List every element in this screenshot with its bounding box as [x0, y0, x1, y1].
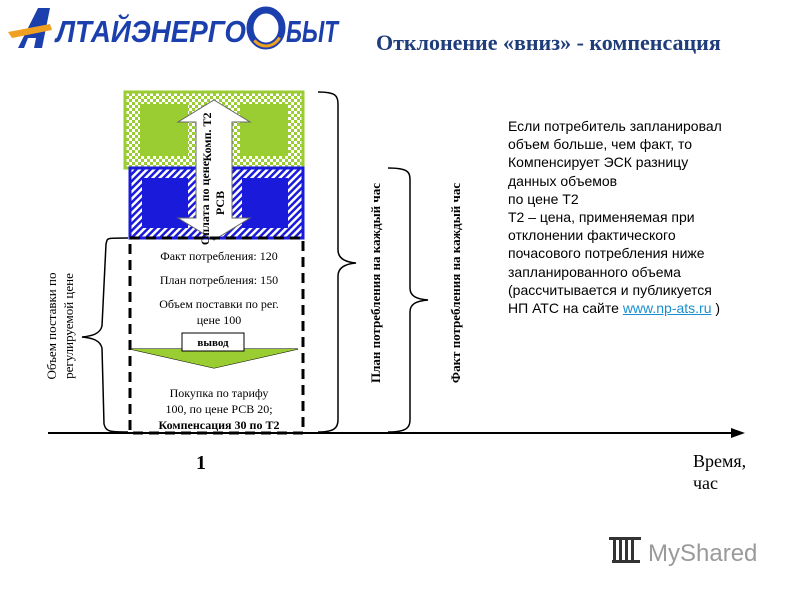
explanation-last-line: НП АТС на сайте www.np-ats.ru ) — [508, 299, 780, 317]
explanation-line: Т2 – цена, применяемая при — [508, 209, 695, 226]
fact-consumption-text: Факт потребления: 120 — [160, 249, 278, 263]
time-axis-label-1: Время, — [693, 451, 747, 471]
output-arrow-label: вывод — [197, 337, 229, 349]
time-axis-arrowhead — [731, 428, 745, 438]
explanation-text: Если потребитель запланировал объем боль… — [508, 117, 780, 317]
plan-consumption-text: План потребления: 150 — [159, 273, 279, 287]
explanation-line: (рассчитывается и публикуется — [508, 281, 712, 298]
time-axis-label: Время, час — [693, 450, 746, 494]
hour-label: 1 — [196, 452, 206, 474]
explanation-line: запланированного объема — [508, 263, 681, 280]
left-brace — [81, 237, 129, 433]
logo-text-right: БЫТ — [286, 14, 340, 49]
logo-text-left: ЛТАЙЭНЕРГО — [54, 13, 246, 49]
fact-brace — [387, 167, 429, 433]
regulated-volume-text-1: Объем поставки по рег. — [159, 297, 279, 311]
np-ats-link[interactable]: www.np-ats.ru — [622, 300, 712, 317]
explanation-last-prefix: НП АТС на сайте — [508, 300, 623, 317]
rsv-payment-label: Оплата по цене РСВ — [198, 153, 230, 253]
left-brace-label: Объем поставки по регулируемой цене — [43, 251, 79, 401]
left-brace-label-1: Объем поставки по — [44, 272, 59, 380]
rsv-payment-label-text: Оплата по цене РСВ — [198, 160, 227, 246]
explanation-line: данных объемов — [508, 172, 618, 189]
explanation-line: отклонении фактического — [508, 227, 676, 244]
myshared-watermark: MyShared — [648, 540, 758, 567]
explanation-line: Если потребитель запланировал — [508, 118, 722, 134]
slide-title: Отклонение «вниз» - компенсация — [376, 30, 721, 55]
double-arrow-shape — [176, 99, 252, 241]
purchase-text-2: 100, по цене РСВ 20; — [165, 402, 273, 416]
purchase-text-1: Покупка по тарифу — [169, 386, 269, 400]
company-logo: ЛТАЙЭНЕРГО БЫТ — [8, 6, 340, 50]
explanation-line: по цене Т2 — [508, 190, 579, 207]
left-brace-label-2: регулируемой цене — [61, 273, 76, 379]
explanation-line: почасового потребления ниже — [508, 245, 705, 262]
plan-brace — [317, 91, 357, 433]
time-axis-label-2: час — [693, 473, 719, 493]
purchase-text-3: Компенсация 30 по Т2 — [158, 418, 280, 432]
explanation-last-suffix: ) — [711, 300, 721, 317]
explanation-line: Компенсирует ЭСК разницу — [508, 154, 689, 171]
plan-brace-label: План потребления на каждый час — [368, 182, 383, 384]
regulated-volume-text-2: цене 100 — [196, 313, 242, 327]
fact-brace-label: Факт потребления на каждый час — [448, 182, 463, 384]
explanation-line: объем больше, чем факт, то — [508, 136, 693, 153]
myshared-icon — [609, 537, 641, 563]
